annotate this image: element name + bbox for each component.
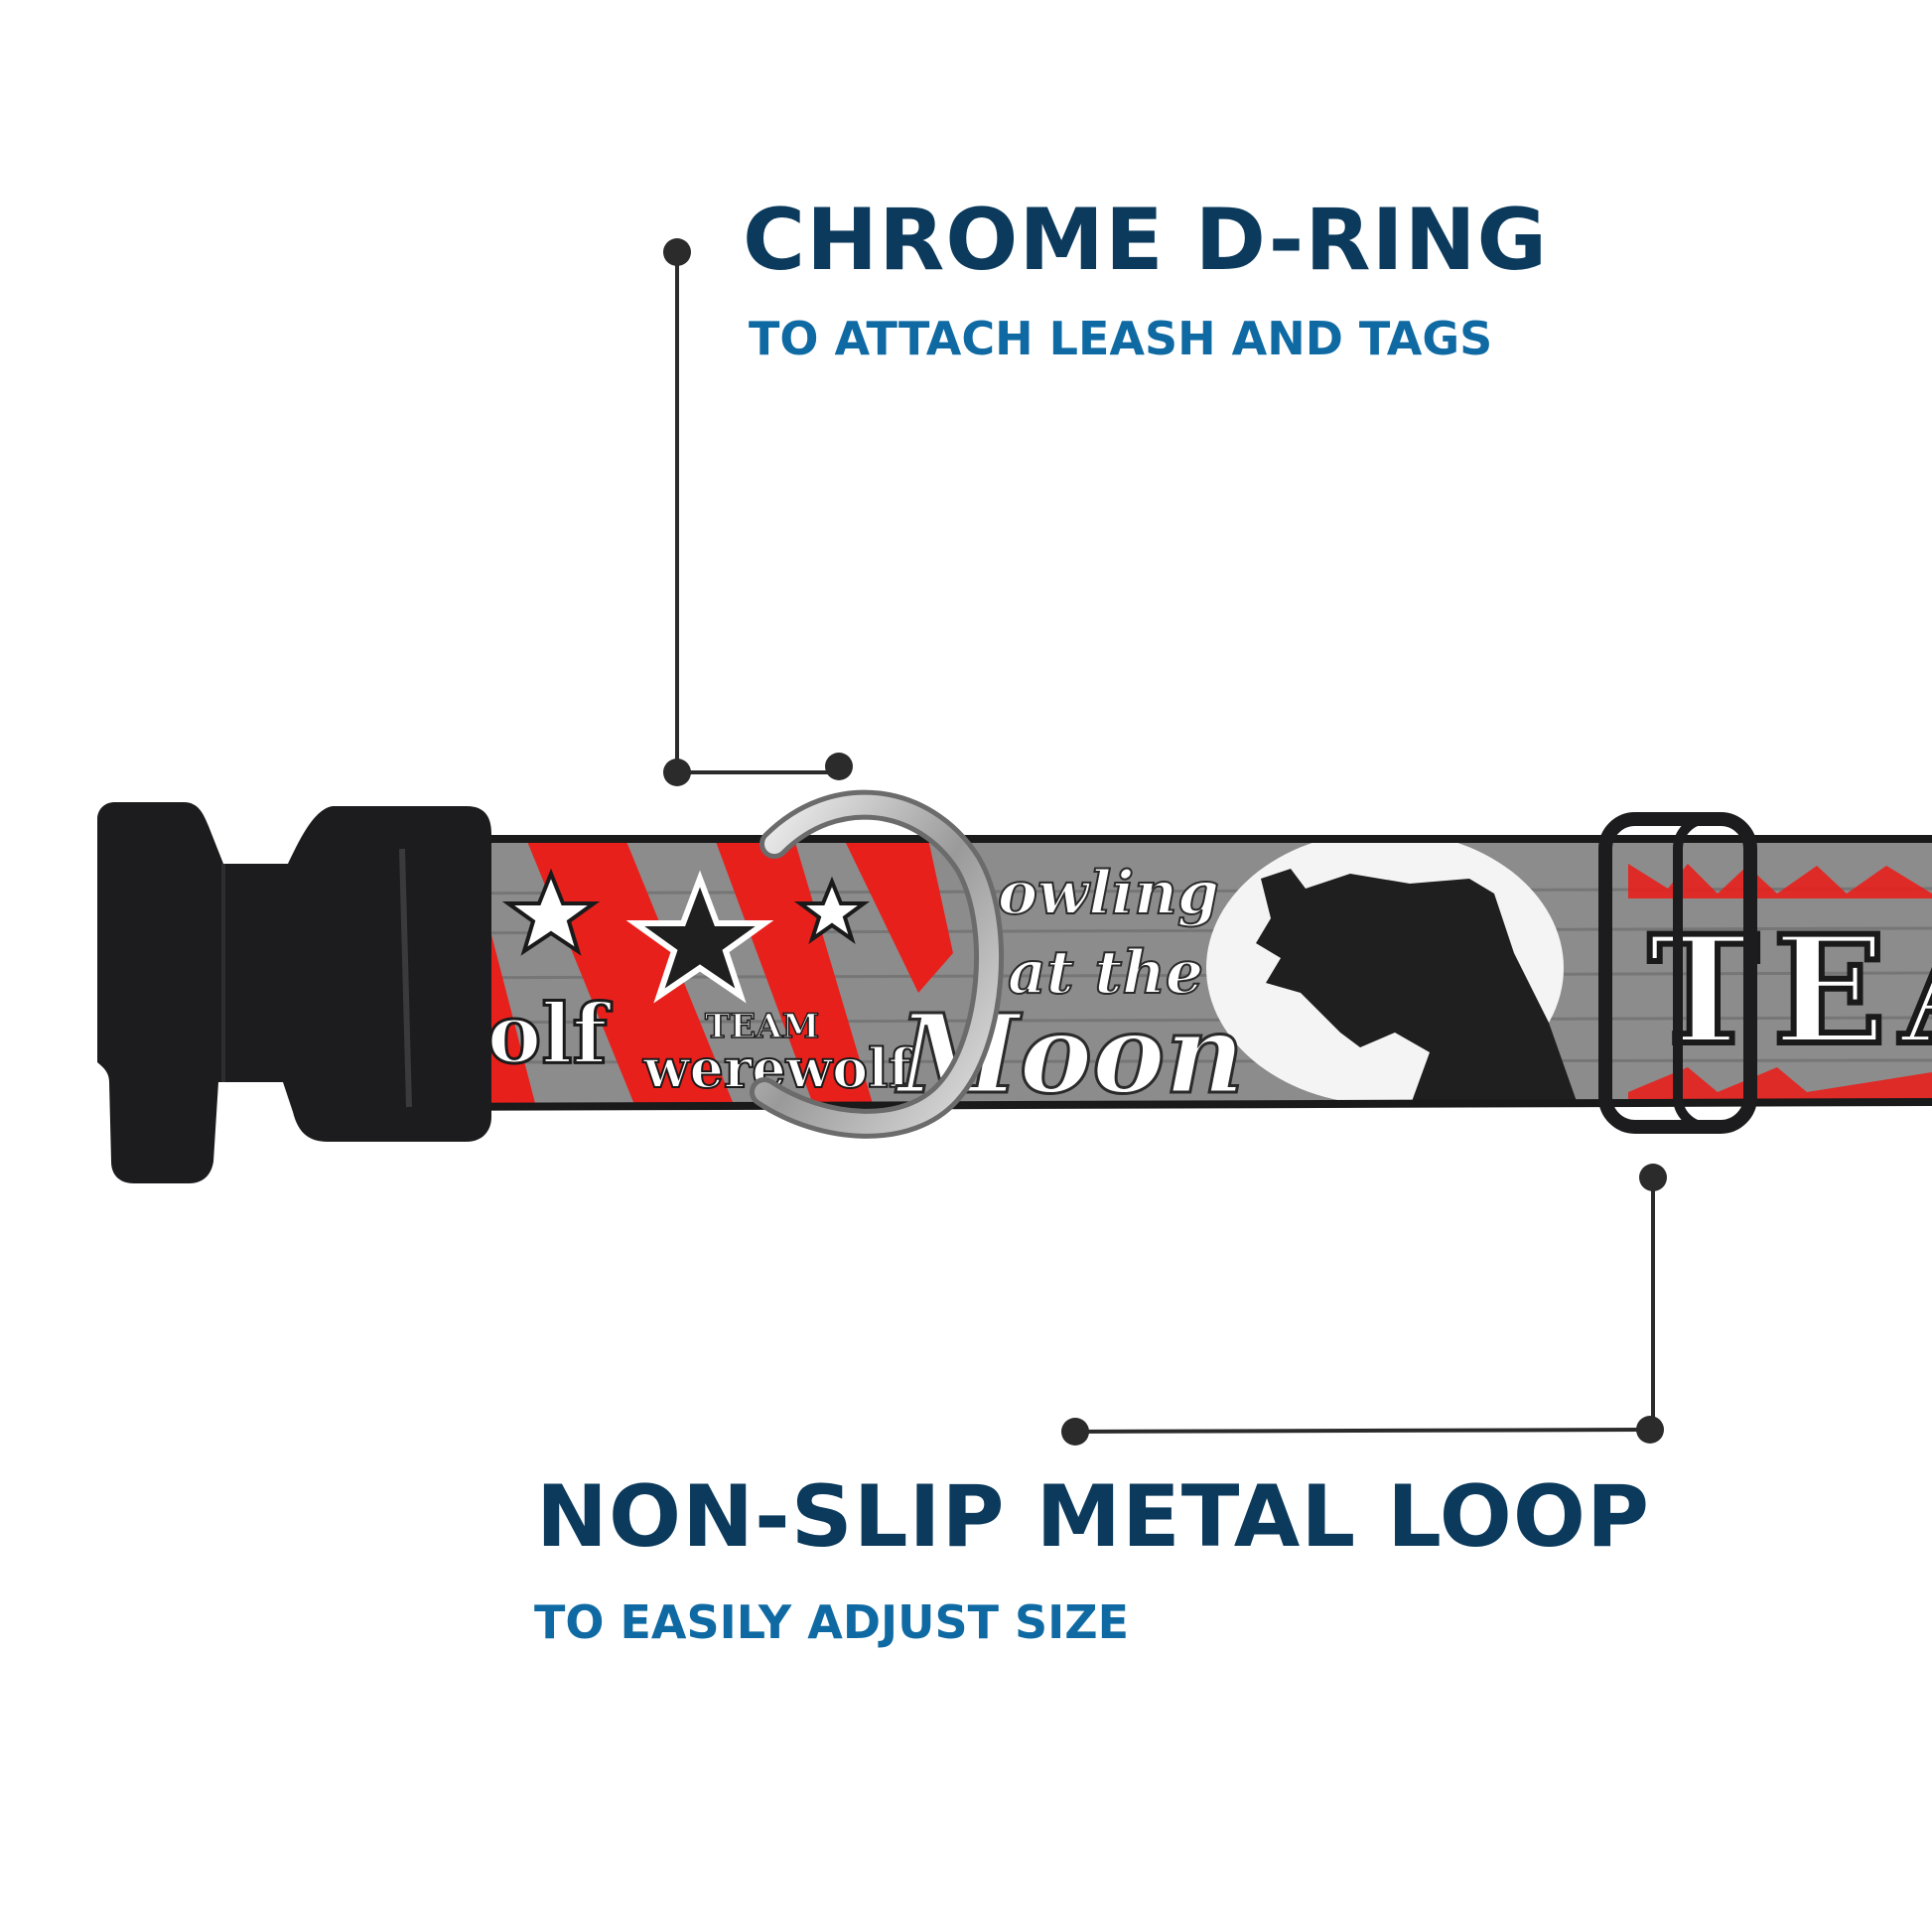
chrome-d-ring (750, 789, 1005, 1139)
wolf-silhouette (1256, 869, 1579, 1107)
metal-loop-heading: NON-SLIP METAL LOOP (536, 1467, 1651, 1567)
print-at-the: at the (1008, 938, 1203, 1008)
metal-loop (1598, 812, 1757, 1134)
d-ring-subheading: TO ATTACH LEASH AND TAGS (749, 312, 1493, 365)
buckle (97, 802, 491, 1183)
star-icon (793, 876, 871, 945)
d-ring-heading: CHROME D-RING (743, 191, 1549, 290)
d-ring-callout-line (663, 238, 853, 786)
star-icon (625, 870, 774, 1004)
print-team: TEAM (705, 1007, 819, 1046)
star-icon (501, 868, 601, 956)
print-howling: owling (998, 859, 1219, 928)
metal-loop-callout-line (1061, 1164, 1667, 1446)
print-team-large: TEA (1648, 903, 1932, 1078)
metal-loop-subheading: TO EASILY ADJUST SIZE (534, 1595, 1130, 1649)
